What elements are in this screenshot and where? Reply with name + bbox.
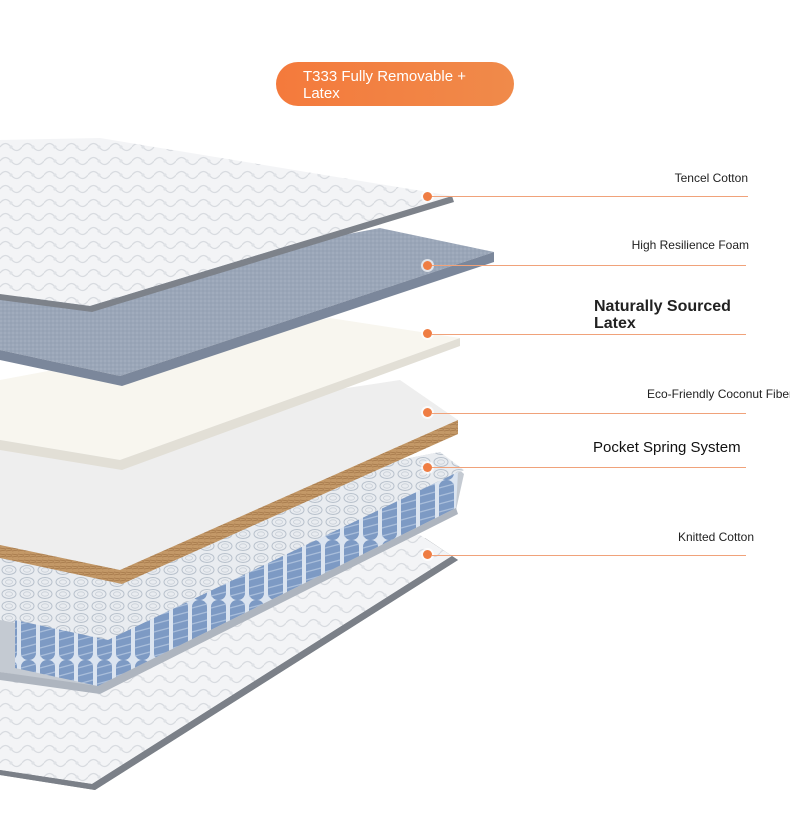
latex-layer-shape — [0, 318, 460, 470]
latex-marker — [423, 329, 432, 338]
tencel-label: Tencel Cotton — [674, 171, 748, 185]
spring-leader — [432, 467, 746, 468]
knit-marker — [423, 550, 432, 559]
knit-label: Knitted Cotton — [677, 530, 754, 544]
coconut-marker — [423, 408, 432, 417]
spring-layer-shape — [0, 452, 464, 694]
coconut-leader — [432, 413, 746, 414]
tencel-leader — [432, 196, 748, 197]
latex-leader — [432, 334, 746, 335]
spring-marker — [423, 463, 432, 472]
foam-marker — [423, 261, 432, 270]
foam-label: High Resilience Foam — [631, 238, 749, 252]
latex-label: Naturally Sourced Latex — [594, 298, 731, 332]
coconut-label: Eco-Friendly Coconut Fiber — [647, 387, 790, 401]
spring-label: Pocket Spring System — [593, 439, 741, 456]
tencel-layer-shape — [0, 138, 454, 312]
foam-layer-shape — [0, 228, 494, 386]
knit-leader — [432, 555, 746, 556]
tencel-marker — [423, 192, 432, 201]
product-badge: T333 Fully Removable + Latex — [276, 62, 514, 106]
foam-leader — [432, 265, 746, 266]
